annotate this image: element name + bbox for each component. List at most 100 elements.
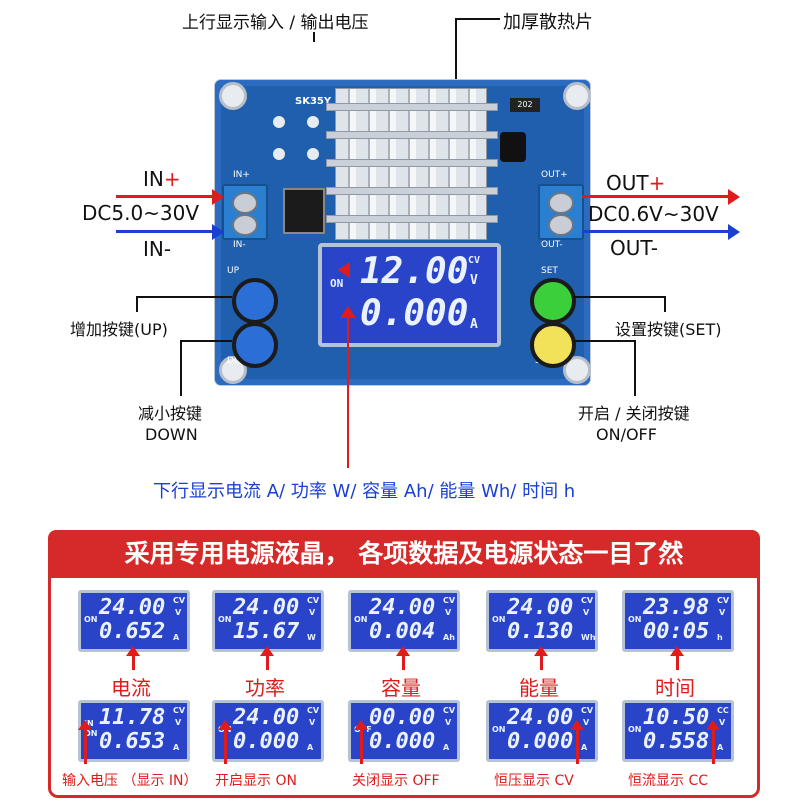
mini-lcd-row2: 00:05	[643, 619, 710, 644]
mini-lcd-unit2: W	[307, 633, 316, 642]
lcd-status: ON	[330, 277, 344, 290]
main-lcd: ON 12.00 CV V 0.000 A	[318, 243, 501, 347]
board-out-minus: OUT-	[541, 240, 563, 250]
mini-lcd-unit1: V	[583, 718, 590, 727]
regulator-chip	[283, 188, 325, 234]
mini-lcd-unit1: V	[175, 718, 182, 727]
mini-lcd-tag1: CV	[173, 596, 186, 605]
mini-lcd-status: ON	[218, 615, 232, 624]
in-range-label: DC5.0~30V	[82, 201, 200, 225]
mini-lcd-unit2: A	[307, 743, 314, 752]
mini-lcd-status: ON	[628, 615, 642, 624]
mini-caption-top-2: 容量	[381, 676, 421, 700]
mini-lcd-unit2: h	[717, 633, 723, 642]
inductor	[500, 132, 526, 162]
top-display-label: 上行显示输入 / 输出电压	[182, 13, 369, 33]
mini-lcd-row1: 11.78	[99, 705, 166, 730]
output-terminal[interactable]	[538, 184, 584, 240]
lcd-row1: 12.00	[360, 251, 469, 292]
mini-lcd-row1: 24.00	[99, 595, 166, 620]
stop-button[interactable]	[530, 322, 576, 368]
mini-lcd-tag1: CV	[717, 596, 730, 605]
board-set: SET	[541, 266, 558, 276]
onoff-key-label: 开启 / 关闭按键	[578, 404, 690, 423]
mini-lcd-unit1: V	[583, 608, 590, 617]
mini-lcd-unit2: A	[581, 743, 588, 752]
mini-lcd-row1: 24.00	[507, 595, 574, 620]
mini-caption-bottom-3: 恒压显示 CV	[494, 773, 574, 789]
mini-lcd-row1: 24.00	[507, 705, 574, 730]
mini-lcd-row2: 0.000	[369, 729, 436, 754]
mini-lcd-unit1: V	[719, 718, 726, 727]
heatsink-label: 加厚散热片	[503, 12, 593, 33]
mini-lcd-row2: 0.000	[507, 729, 574, 754]
mini-lcd-tag1: CV	[307, 706, 320, 715]
heatsink	[326, 88, 498, 240]
up-key-label: 增加按键(UP)	[70, 320, 168, 339]
set-button[interactable]	[530, 278, 576, 324]
mini-caption-bottom-0: 输入电压 （显示 IN）	[62, 773, 198, 789]
mini-lcd-unit1: V	[309, 718, 316, 727]
set-key-label: 设置按键(SET)	[615, 320, 722, 339]
mini-lcd-row1: 24.00	[369, 595, 436, 620]
board-up: UP	[227, 266, 240, 276]
mini-lcd-tag1: CV	[443, 596, 456, 605]
mini-lcd-status: ON	[628, 725, 642, 734]
mini-lcd-unit2: A	[443, 743, 450, 752]
mini-lcd-row2: 0.558	[643, 729, 710, 754]
mini-caption-top-0: 电流	[111, 676, 151, 700]
board-out-plus: OUT+	[541, 170, 568, 180]
out-range-label: DC0.6V~30V	[588, 202, 719, 226]
mini-caption-top-3: 能量	[519, 676, 559, 700]
mini-lcd-row2: 0.652	[99, 619, 166, 644]
feature-banner: 采用专用电源液晶， 各项数据及电源状态一目了然	[48, 530, 760, 578]
mini-lcd-unit1: V	[175, 608, 182, 617]
mini-caption-bottom-2: 关闭显示 OFF	[352, 773, 440, 789]
mini-lcd-unit1: V	[445, 718, 452, 727]
mini-lcd-unit2: A	[173, 743, 180, 752]
mini-lcd-row1: 23.98	[643, 595, 710, 620]
mini-lcd-unit1: V	[719, 608, 726, 617]
down-button[interactable]	[232, 322, 278, 368]
onoff-key-label-en: ON/OFF	[596, 425, 657, 444]
bottom-display-label: 下行显示电流 A/ 功率 W/ 容量 Ah/ 能量 Wh/ 时间 h	[153, 481, 576, 502]
mini-lcd-row2: 15.67	[233, 619, 300, 644]
mini-lcd-row1: 24.00	[233, 705, 300, 730]
mini-lcd-status2: ON	[84, 729, 98, 738]
mini-lcd-status: ON	[84, 615, 98, 624]
input-terminal[interactable]	[222, 184, 268, 240]
mini-caption-top-1: 功率	[245, 676, 285, 700]
mini-lcd-status: ON	[492, 615, 506, 624]
mini-lcd-unit2: A	[717, 743, 724, 752]
mini-lcd-row1: 10.50	[643, 705, 710, 730]
mini-lcd-unit1: V	[445, 608, 452, 617]
mini-caption-top-4: 时间	[655, 676, 695, 700]
down-key-label-en: DOWN	[145, 425, 198, 444]
mini-lcd-row2: 0.004	[369, 619, 436, 644]
mini-lcd-status: ON	[354, 615, 368, 624]
out-plus-label: OUT+	[606, 171, 666, 195]
lcd-row2-unit: A	[470, 317, 478, 332]
mini-lcd-unit2: A	[173, 633, 180, 642]
board-in-minus: IN-	[233, 240, 246, 250]
mini-lcd-unit2: Wh	[581, 633, 596, 642]
in-plus-label: IN+	[143, 167, 181, 191]
resistor: 202	[510, 98, 540, 112]
mini-lcd-unit1: V	[309, 608, 316, 617]
lcd-row1-tag: CV	[468, 255, 481, 266]
mini-lcd-tag1: CV	[581, 706, 594, 715]
down-key-label: 减小按键	[138, 404, 203, 423]
board-in-plus: IN+	[233, 170, 250, 180]
mini-lcd-tag1: CV	[307, 596, 320, 605]
up-button[interactable]	[232, 278, 278, 324]
mini-lcd-tag1: CC	[717, 706, 729, 715]
mini-lcd-row1: 00.00	[369, 705, 436, 730]
